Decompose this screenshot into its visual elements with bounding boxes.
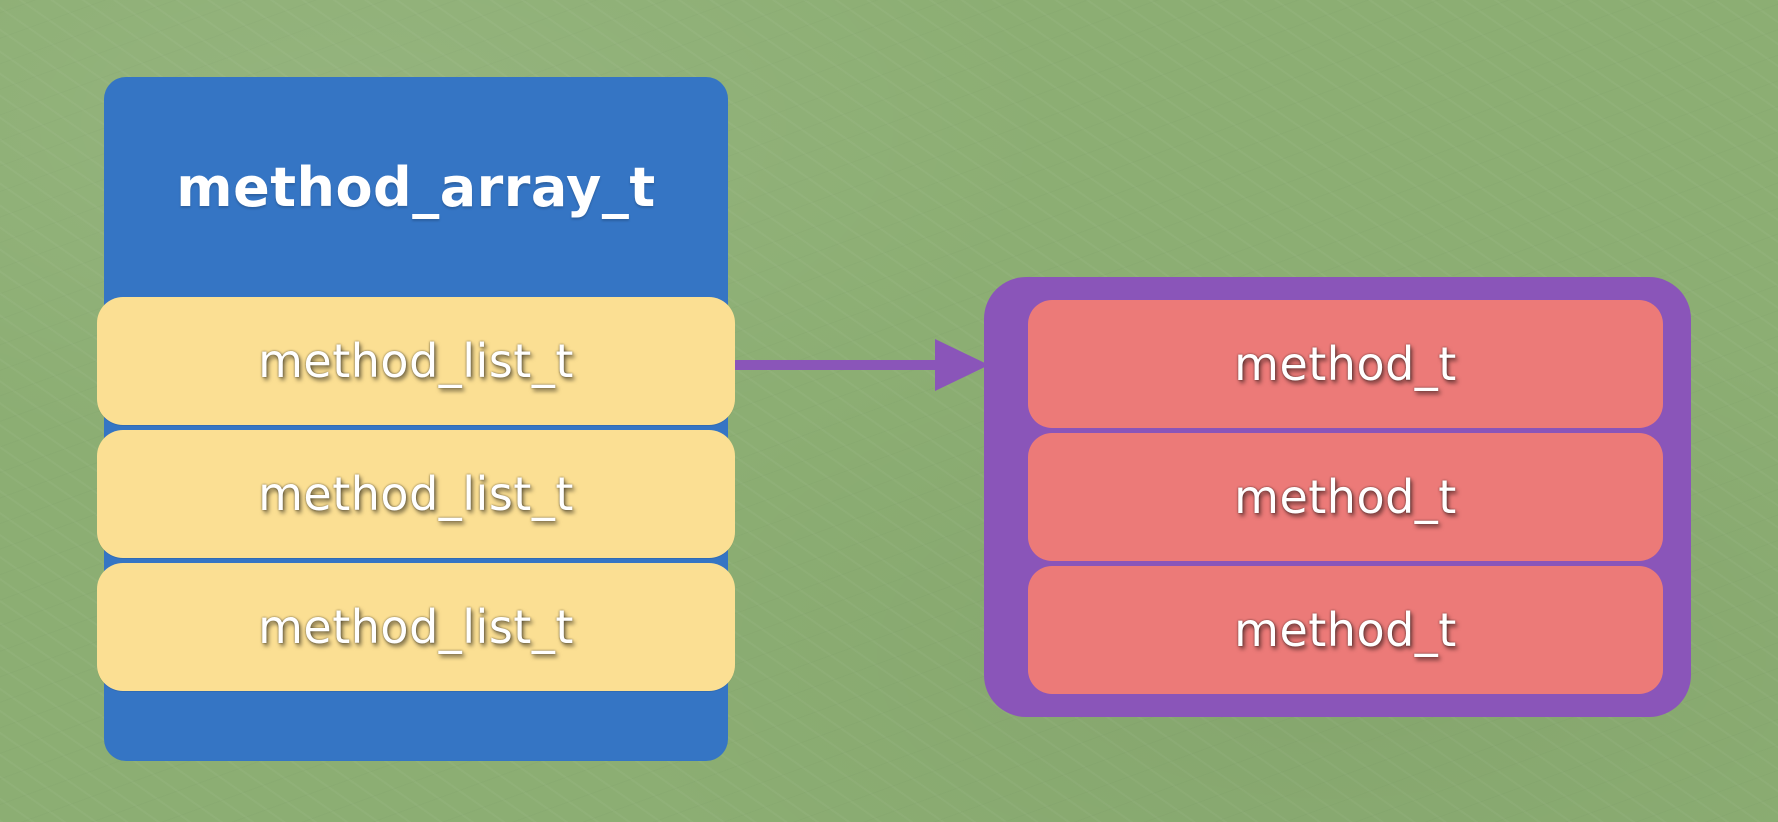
method-item: method_t (1028, 566, 1663, 694)
method-list-item: method_list_t (97, 563, 735, 691)
method-item: method_t (1028, 300, 1663, 428)
method-list-item: method_list_t (97, 430, 735, 558)
method-item: method_t (1028, 433, 1663, 561)
pointer-arrow (735, 339, 989, 391)
arrow-head (935, 339, 989, 391)
method-list-item: method_list_t (97, 297, 735, 425)
method-array-title: method_array_t (176, 155, 656, 219)
